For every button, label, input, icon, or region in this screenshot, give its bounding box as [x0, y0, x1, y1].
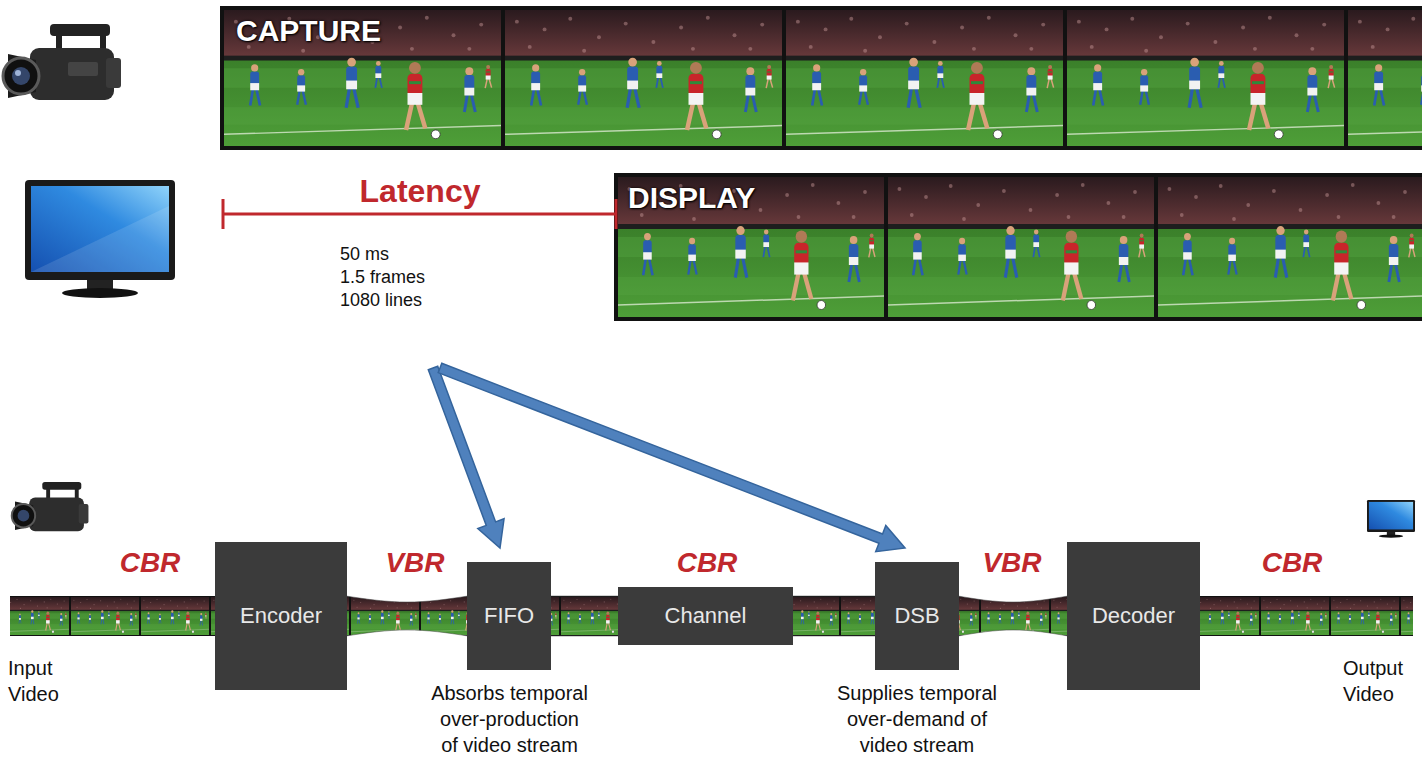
process-box: DSB — [875, 562, 959, 670]
input-video-strip — [10, 596, 216, 636]
bitrate-label: CBR — [662, 548, 752, 579]
bitrate-label: CBR — [1247, 548, 1337, 579]
bitrate-label: VBR — [967, 548, 1057, 579]
latency-value: 1.5 frames — [340, 266, 425, 289]
buffer-note: Absorbs temporal over-production of vide… — [430, 680, 589, 758]
video-stream-band — [792, 596, 876, 636]
box-label: Encoder — [240, 603, 322, 629]
frame-title: CAPTURE — [236, 14, 381, 47]
latency-value: 1080 lines — [340, 289, 422, 312]
monitor-icon — [25, 180, 175, 298]
box-label: FIFO — [484, 603, 534, 629]
buffer-note: Supplies temporal over-demand of video s… — [835, 680, 999, 758]
output-video-strip — [1199, 596, 1413, 636]
display-strip — [614, 173, 1422, 321]
process-box: Decoder — [1067, 542, 1200, 690]
process-box: FIFO — [467, 562, 551, 670]
endpoint-label: Input Video — [8, 655, 83, 707]
video-stream-band — [550, 596, 619, 636]
box-label: Decoder — [1092, 603, 1175, 629]
box-label: DSB — [894, 603, 939, 629]
bitrate-label: VBR — [370, 548, 460, 579]
process-box: Channel — [618, 587, 793, 645]
latency-value: 50 ms — [340, 243, 389, 266]
box-label: Channel — [665, 603, 747, 629]
video-stream-band — [346, 596, 468, 636]
video-stream-band — [958, 596, 1068, 636]
callout-arrow — [438, 363, 905, 551]
bitrate-label: CBR — [106, 548, 194, 579]
frame-title: DISPLAY — [628, 181, 755, 214]
monitor-icon — [1367, 500, 1415, 538]
endpoint-label: Output Video — [1343, 655, 1417, 707]
process-box: Encoder — [215, 542, 347, 690]
camcorder-icon — [12, 482, 89, 531]
latency-title: Latency — [325, 174, 515, 209]
capture-strip — [220, 6, 1422, 150]
camcorder-icon — [3, 24, 121, 100]
